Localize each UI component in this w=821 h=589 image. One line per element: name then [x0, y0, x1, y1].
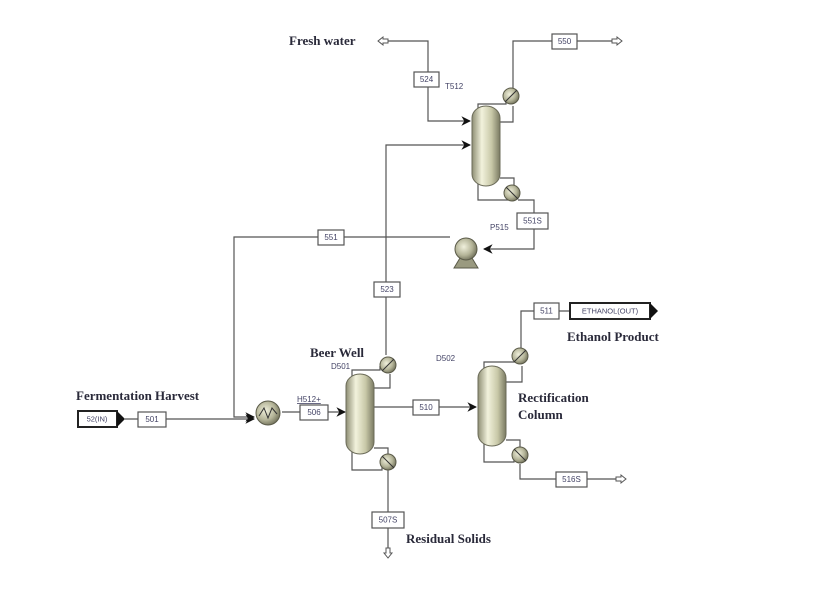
stream-tag-506[interactable]: 506 — [299, 404, 329, 421]
stream-tag-510[interactable]: 510 — [412, 399, 440, 416]
svg-text:551S: 551S — [523, 217, 542, 226]
column-d501[interactable] — [345, 373, 375, 455]
svg-text:507S: 507S — [379, 516, 398, 525]
pipe-d501-boilup — [374, 447, 389, 456]
svg-text:511: 511 — [540, 307, 553, 316]
pipe-d501-overhead — [351, 366, 381, 378]
pipe-d502-boilup — [506, 439, 521, 448]
reboiler-t512-icon[interactable] — [503, 184, 521, 202]
label-beer-well: Beer Well — [310, 345, 364, 360]
svg-text:550: 550 — [558, 37, 572, 46]
heat-exchanger-h512-icon[interactable] — [255, 400, 281, 426]
block-id-d501: D501 — [331, 362, 351, 371]
label-residual-solids: Residual Solids — [406, 531, 491, 546]
stream-tag-523[interactable]: 523 — [373, 281, 401, 298]
stream-tag-507s[interactable]: 507S — [371, 511, 405, 529]
svg-text:506: 506 — [307, 408, 321, 417]
pipe-d502-reflux — [506, 366, 523, 383]
pipe-550 — [512, 40, 612, 88]
pipe-t512-boilup — [500, 177, 515, 186]
reboiler-d501-icon[interactable] — [379, 453, 397, 471]
ethanol-outlet-block[interactable]: ETHANOL(OUT) — [569, 302, 658, 320]
label-fermentation-harvest: Fermentation Harvest — [76, 388, 200, 403]
condenser-t512-icon[interactable] — [502, 87, 520, 105]
pipe-551 — [233, 236, 450, 422]
stream-tag-550[interactable]: 550 — [551, 33, 578, 50]
svg-text:551: 551 — [324, 233, 338, 242]
column-t512[interactable] — [471, 105, 501, 187]
condenser-d502-icon[interactable] — [511, 347, 529, 365]
pipe-t512-reflux — [500, 106, 514, 123]
block-id-p515: P515 — [490, 223, 509, 232]
feed-inlet-label: 52(IN) — [87, 415, 108, 424]
stream-tag-551s[interactable]: 551S — [516, 212, 549, 230]
svg-text:516S: 516S — [562, 475, 581, 484]
svg-text:501: 501 — [145, 415, 159, 424]
pump-p515-icon[interactable] — [453, 237, 479, 269]
condenser-d501-icon[interactable] — [379, 356, 397, 374]
feed-inlet-block[interactable]: 52(IN) — [77, 410, 125, 428]
fresh-water-port-icon[interactable] — [377, 35, 389, 47]
vent-550-port-icon[interactable] — [611, 35, 623, 47]
label-fresh-water: Fresh water — [289, 33, 356, 48]
stream-tag-551[interactable]: 551 — [317, 229, 345, 246]
stream-tag-501[interactable]: 501 — [137, 411, 167, 428]
label-column: Column — [518, 407, 564, 422]
pipe-d501-reflux — [374, 374, 391, 389]
svg-text:524: 524 — [420, 75, 434, 84]
svg-text:510: 510 — [419, 403, 433, 412]
column-d502-rectification[interactable] — [477, 365, 507, 447]
stream-516s-port-icon[interactable] — [615, 473, 627, 485]
reboiler-d502-icon[interactable] — [511, 446, 529, 464]
label-rectification: Rectification — [518, 390, 590, 405]
svg-text:523: 523 — [380, 285, 394, 294]
ethanol-outlet-label: ETHANOL(OUT) — [582, 307, 639, 316]
block-id-t512: T512 — [445, 82, 464, 91]
block-id-h512: H512+ — [297, 395, 321, 404]
stream-tag-511[interactable]: 511 — [533, 302, 560, 320]
residual-solids-port-icon[interactable] — [382, 547, 394, 559]
block-id-d502: D502 — [436, 354, 456, 363]
label-ethanol-product: Ethanol Product — [567, 329, 660, 344]
stream-tag-516s[interactable]: 516S — [555, 471, 588, 488]
stream-tag-524[interactable]: 524 — [413, 71, 440, 88]
